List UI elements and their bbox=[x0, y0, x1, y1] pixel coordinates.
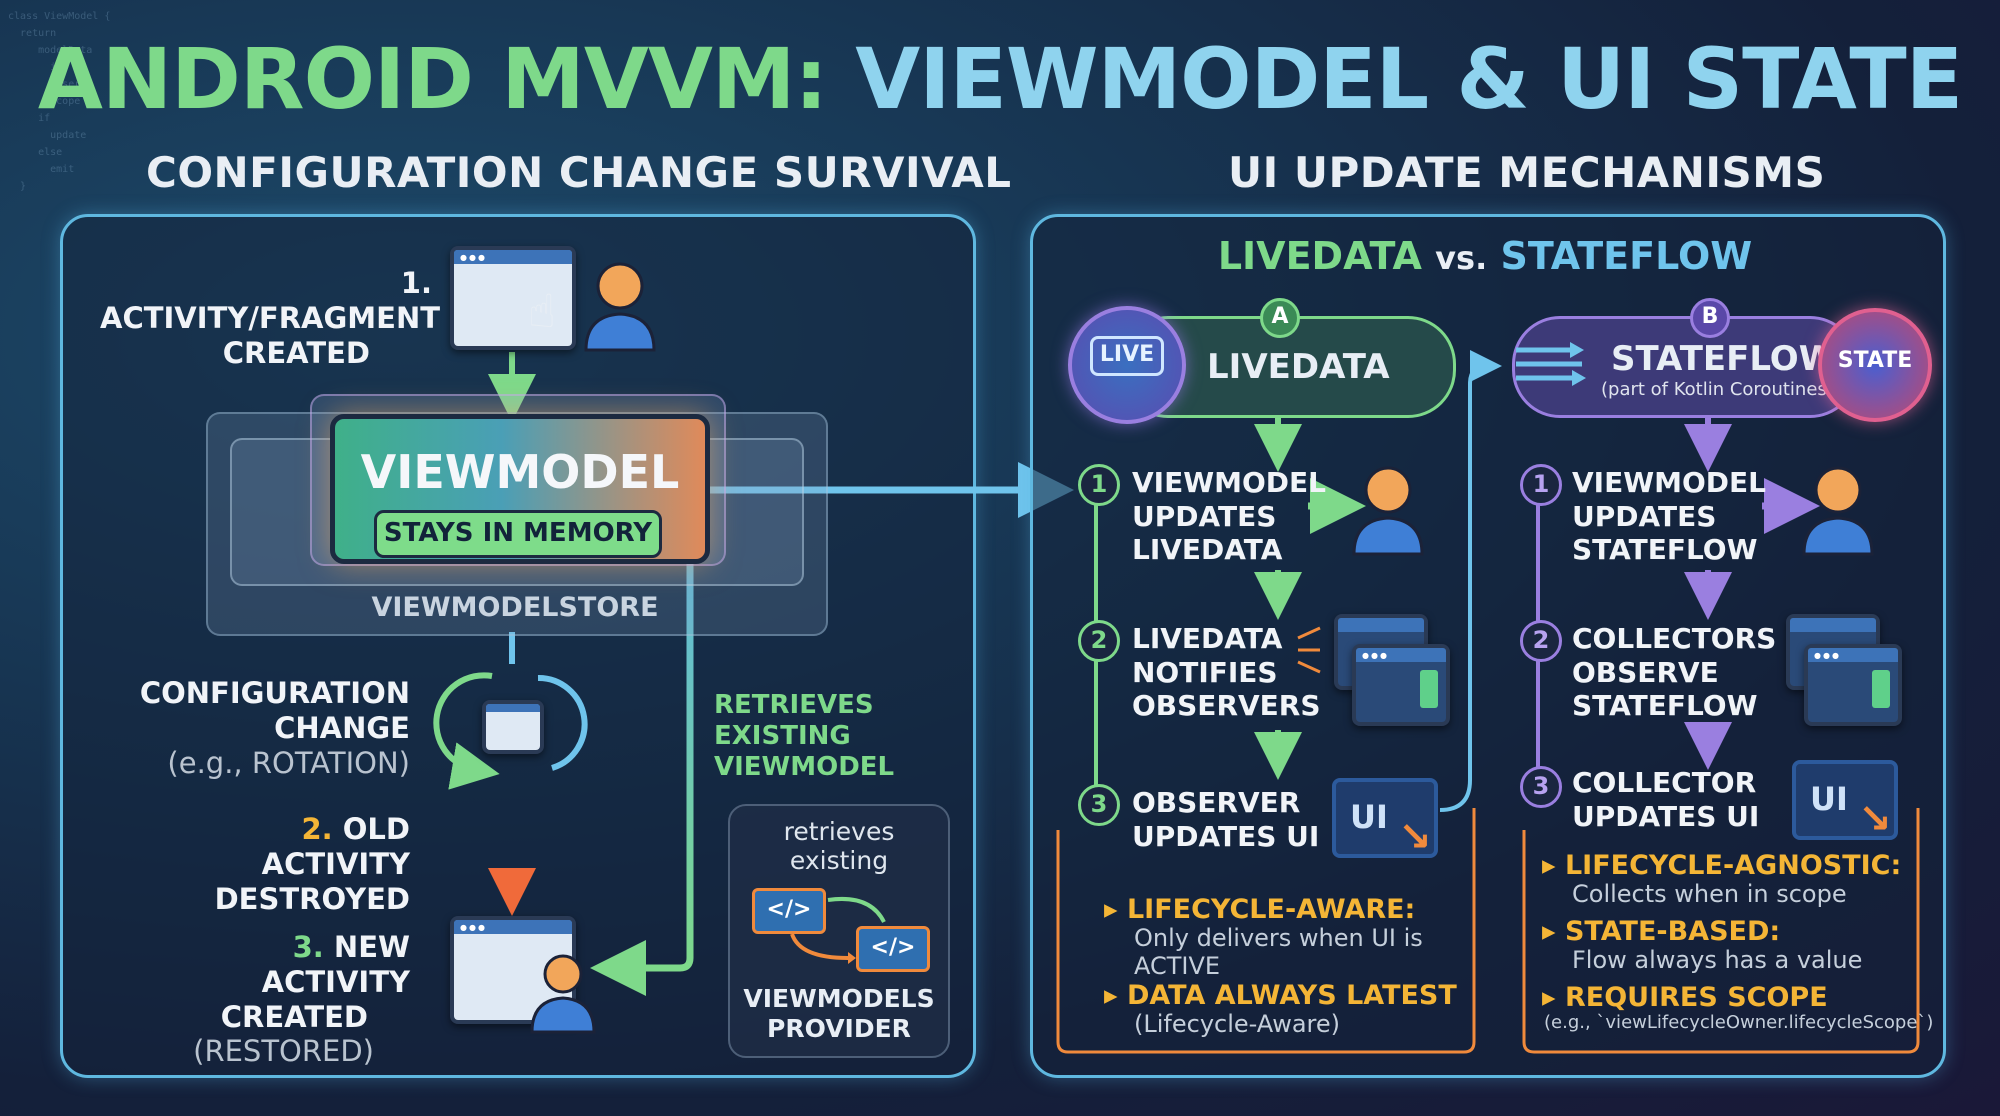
livedata-title: LIVEDATA bbox=[1207, 347, 1390, 387]
stateflow-subtitle: (part of Kotlin Coroutines) bbox=[1601, 379, 1834, 400]
user-icon bbox=[584, 262, 656, 352]
state-step-1-number: 1 bbox=[1520, 464, 1562, 506]
live-user-icon bbox=[1352, 466, 1424, 556]
swap-arrows-icon bbox=[790, 897, 886, 964]
background-code-texture: class ViewModel { return modelData id ob… bbox=[8, 11, 111, 192]
tap-hand-icon: ☝ bbox=[528, 284, 557, 338]
restored-user-icon bbox=[530, 954, 596, 1034]
state-bullet-2: ▸ STATE-BASED: Flow always has a value bbox=[1542, 916, 1863, 975]
live-bullet-2: ▸ DATA ALWAYS LATEST (Lifecycle-Aware) bbox=[1104, 980, 1457, 1039]
live-step-3-number: 3 bbox=[1078, 784, 1120, 826]
state-step-3-number: 3 bbox=[1520, 766, 1562, 808]
live-seal-icon: LIVE bbox=[1068, 306, 1186, 424]
collector-screen-icon: ●●● bbox=[1804, 644, 1902, 726]
page-title: ANDROID MVVM: VIEWMODEL & UI STATE bbox=[0, 30, 2000, 128]
title-part2: VIEWMODEL & UI STATE bbox=[855, 30, 1963, 128]
code-icon: </> bbox=[856, 926, 930, 972]
badge-a: A bbox=[1260, 298, 1300, 338]
live-step-2-number: 2 bbox=[1078, 620, 1120, 662]
state-step-2-number: 2 bbox=[1520, 620, 1562, 662]
step3-label: 3. NEW ACTIVITY CREATED (RESTORED) bbox=[193, 930, 410, 1069]
ui-update-icon: UI ↘ bbox=[1792, 760, 1898, 842]
state-bullet-3: ▸ REQUIRES SCOPE (e.g., `viewLifecycleOw… bbox=[1542, 982, 1934, 1034]
stateflow-header: STATEFLOW (part of Kotlin Coroutines) bbox=[1512, 316, 1858, 418]
live-step-1-number: 1 bbox=[1078, 464, 1120, 506]
ui-update-icon: UI ↘ bbox=[1332, 778, 1438, 860]
comparison-heading: LIVEDATA vs. STATEFLOW bbox=[1217, 234, 1753, 278]
title-part1: ANDROID MVVM: bbox=[37, 30, 828, 128]
stream-arrows-icon bbox=[1516, 342, 1586, 386]
live-bullet-1: ▸ LIFECYCLE-AWARE: Only delivers when UI… bbox=[1104, 894, 1423, 980]
state-user-icon bbox=[1802, 466, 1874, 556]
state-seal-icon: STATE bbox=[1818, 308, 1932, 422]
rotating-device-icon bbox=[482, 700, 544, 754]
viewmodelstore-label: VIEWMODELSTORE bbox=[371, 592, 659, 623]
observer-screen-icon: ●●● bbox=[1352, 644, 1450, 726]
stays-in-memory-badge: STAYS IN MEMORY bbox=[374, 510, 662, 558]
stateflow-title: STATEFLOW bbox=[1611, 339, 1837, 379]
step2-label: 2. OLD ACTIVITY DESTROYED bbox=[214, 812, 410, 916]
code-icon: </> bbox=[752, 888, 826, 934]
badge-b: B bbox=[1690, 298, 1730, 338]
left-section-heading: CONFIGURATION CHANGE SURVIVAL bbox=[146, 148, 1012, 197]
state-bullet-1: ▸ LIFECYCLE-AGNOSTIC: Collects when in s… bbox=[1542, 850, 1902, 909]
activity-window-icon: ●●● bbox=[450, 246, 576, 350]
viewmodel-label: VIEWMODEL bbox=[360, 445, 680, 499]
right-section-heading: UI UPDATE MECHANISMS bbox=[1228, 148, 1826, 197]
